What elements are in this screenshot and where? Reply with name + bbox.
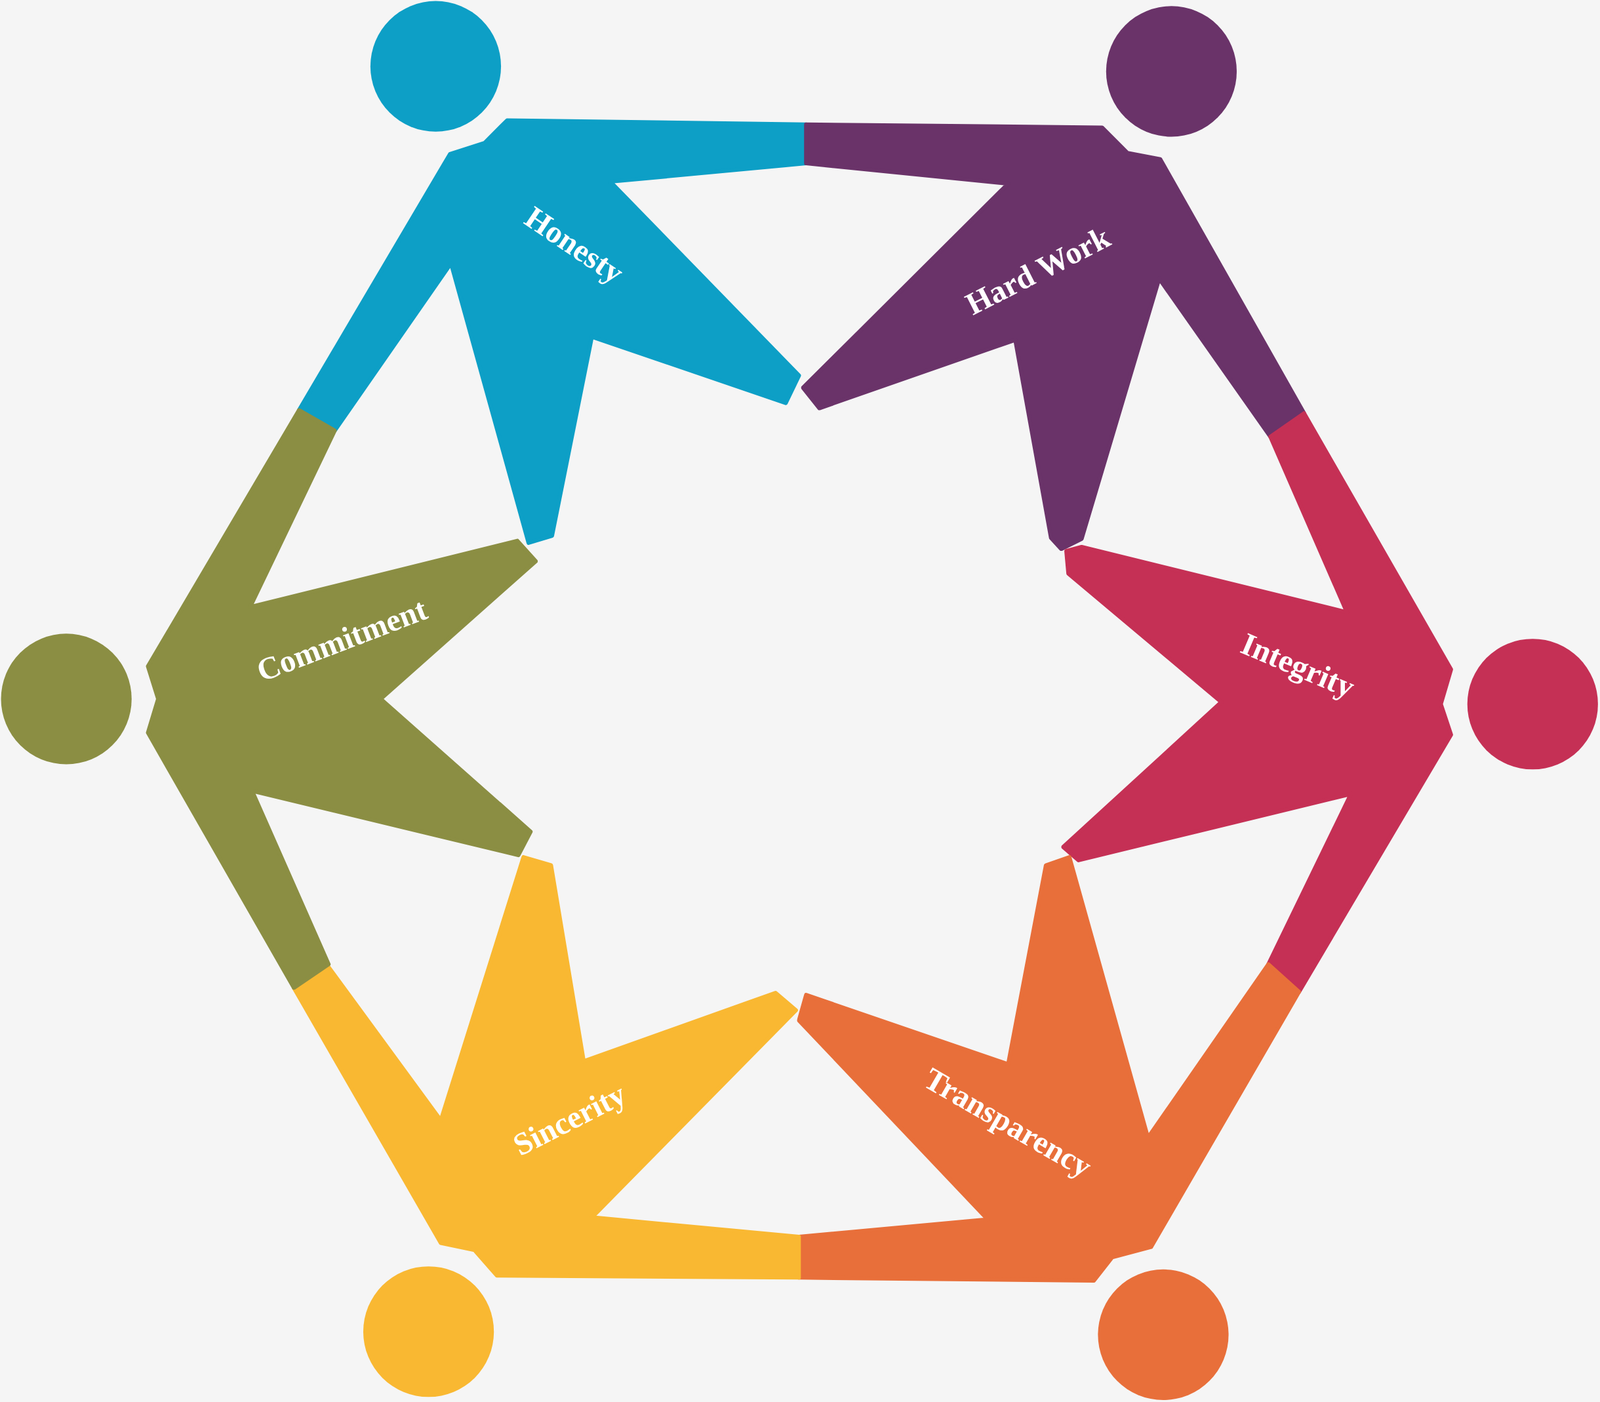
figure-shape (297, 0, 809, 545)
figure-head (370, 1, 501, 132)
figure-body (299, 120, 806, 543)
figure-head (1, 633, 132, 764)
figure-head (1467, 638, 1599, 770)
figure-head (1097, 1269, 1229, 1400)
figure-shape (1060, 411, 1600, 995)
figure-body (803, 124, 1305, 549)
person-figure: Honesty (297, 0, 809, 545)
person-figure: Commitment (0, 407, 538, 990)
person-figure: Hard Work (801, 3, 1307, 551)
figure-body (293, 857, 799, 1278)
person-figure: Transparency (796, 855, 1301, 1402)
figure-shape (0, 407, 538, 990)
figure-head (1106, 5, 1237, 137)
figure-head (363, 1266, 494, 1397)
figure-body (148, 410, 536, 989)
figure-body (798, 857, 1299, 1281)
person-figure: Sincerity (291, 855, 802, 1399)
figure-body (1062, 413, 1451, 992)
person-figure: Integrity (1060, 411, 1600, 995)
